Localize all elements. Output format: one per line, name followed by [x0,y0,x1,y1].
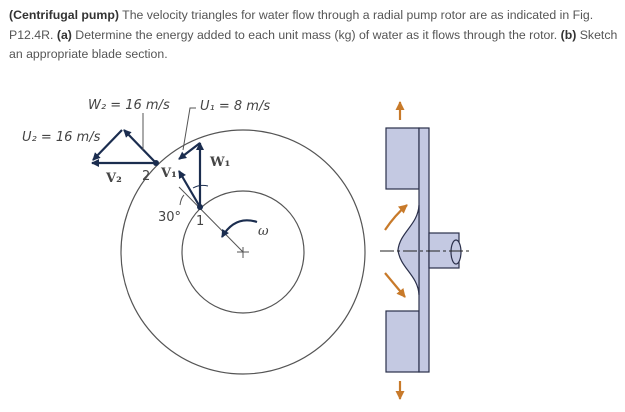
inner-rotor-circle [181,190,305,314]
part-b-label: (b) [560,27,577,42]
part-a-text: Determine the energy added to each unit … [71,27,561,42]
point-2-label: 2 [142,169,150,184]
flow-arrows [384,101,408,400]
u1-label: U₁ = 8 m/s [200,99,270,114]
angle-arc [192,184,209,189]
problem-line: The velocity triangles for water flow th… [9,8,594,42]
w1-label: W₁ [209,155,230,170]
radial-line [178,186,244,253]
u2-vector [92,129,123,161]
w2-vector [123,129,157,164]
omega-label: ω [258,224,269,239]
u1-vector [178,142,201,160]
v2-label: V₂ [105,171,122,186]
u1-leader [182,107,196,151]
w2-label: W₂ = 16 m/s [88,98,170,113]
v1-label: V₁ [160,166,177,181]
problem-statement: (Centrifugal pump) The velocity triangle… [9,6,619,65]
angle-pointer [179,194,185,206]
rotation-arrow-icon [221,219,258,238]
v1-vector [178,170,201,208]
point-1-label: 1 [196,214,204,229]
rotor-side-view [385,127,462,373]
center-mark [237,247,249,258]
outer-rotor-circle [120,129,366,375]
angle-label: 30° [158,210,181,225]
u2-label: U₂ = 16 m/s [22,130,101,145]
part-b-text: Sketch an appropriate blade section. [9,27,618,62]
problem-title: (Centrifugal pump) [9,8,119,22]
part-a-label: (a) [56,27,72,42]
